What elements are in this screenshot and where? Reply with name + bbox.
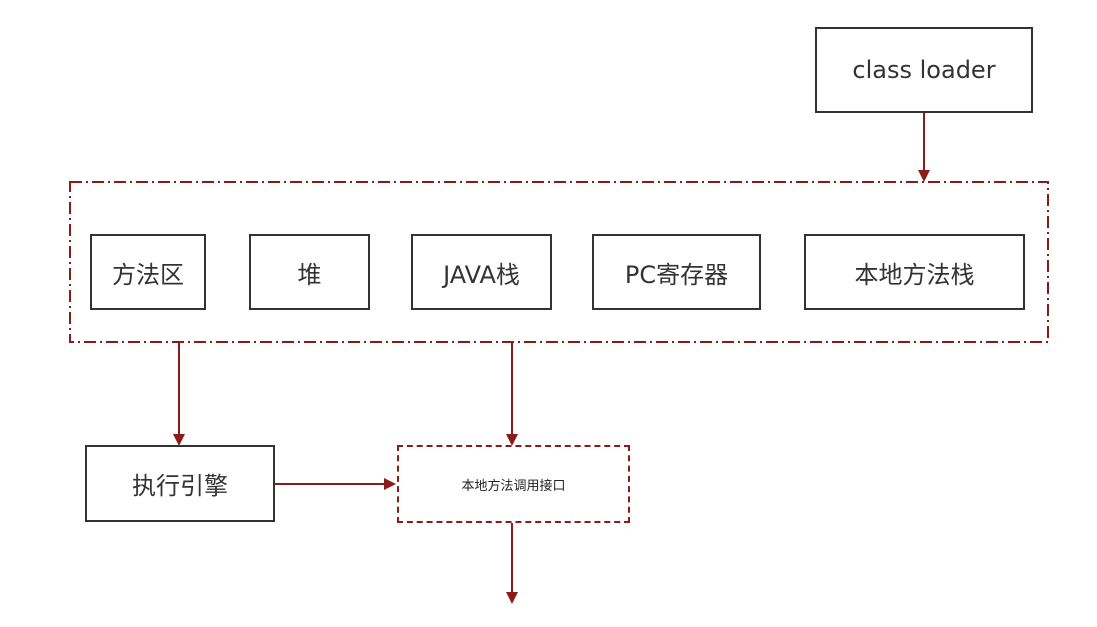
- java-stack-box: JAVA栈: [411, 234, 552, 310]
- java-stack-label: JAVA栈: [443, 260, 520, 289]
- pc-register-box: PC寄存器: [592, 234, 761, 310]
- native-method-stack-label: 本地方法栈: [854, 260, 975, 289]
- pc-register-label: PC寄存器: [624, 260, 729, 289]
- class-loader-label: class loader: [852, 56, 996, 84]
- native-method-stack-box: 本地方法栈: [804, 234, 1025, 310]
- heap-box: 堆: [249, 234, 370, 310]
- native-interface-box: 本地方法调用接口: [397, 445, 630, 523]
- runtime-data-area-border: [69, 181, 1049, 343]
- heap-label: 堆: [297, 260, 322, 289]
- execution-engine-box: 执行引擎: [85, 445, 275, 522]
- native-interface-label: 本地方法调用接口: [461, 478, 566, 494]
- execution-engine-label: 执行引擎: [132, 472, 228, 500]
- method-area-box: 方法区: [90, 234, 206, 310]
- class-loader-box: class loader: [815, 27, 1033, 113]
- method-area-label: 方法区: [112, 260, 184, 289]
